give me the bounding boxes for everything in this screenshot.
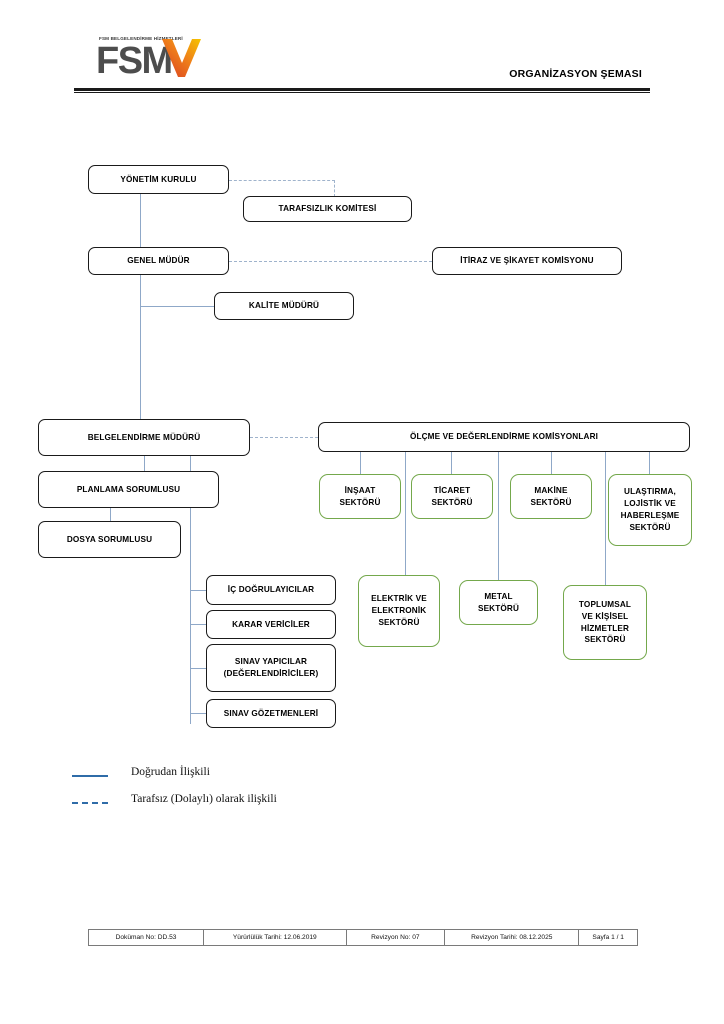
connector-sector-makine (551, 452, 552, 474)
connector-sector-ulastirma (649, 452, 650, 474)
connector-sector-elektrik (405, 452, 406, 575)
connector-role-4 (190, 713, 206, 714)
footer-effective-date: Yürürlülük Tarihi: 12.06.2019 (204, 930, 347, 945)
connector-role-1 (190, 590, 206, 591)
connector-sector-ticaret (451, 452, 452, 474)
node-genel-mudur[interactable]: GENEL MÜDÜR (88, 247, 229, 275)
footer-document-no: Doküman No: DD.53 (89, 930, 205, 945)
node-sector-insaat[interactable]: İNŞAAT SEKTÖRÜ (319, 474, 401, 519)
connector-main-spine (140, 194, 141, 420)
node-tarafsizlik-komitesi[interactable]: TARAFSIZLIK KOMİTESİ (243, 196, 412, 222)
footer-revision-no: Revizyon No: 07 (347, 930, 446, 945)
node-itiraz-ve-sikayet-komisyonu[interactable]: İTİRAZ VE ŞİKAYET KOMİSYONU (432, 247, 622, 275)
node-role-ic-dogrulayicilar[interactable]: İÇ DOĞRULAYICILAR (206, 575, 336, 605)
logo-wordmark: FSM (96, 40, 173, 82)
node-role-sinav-yapicilar[interactable]: SINAV YAPICILAR (DEĞERLENDİRİCİLER) (206, 644, 336, 692)
connector-yonetim-tarafsizlik-v (334, 180, 335, 197)
legend-dashed-label: Tarafsız (Dolaylı) olarak ilişkili (131, 793, 277, 805)
node-belgelendirme-muduru[interactable]: BELGELENDİRME MÜDÜRÜ (38, 419, 250, 456)
logo-chevron-icon (162, 39, 201, 77)
node-sector-toplumsal-kisisel-hizmetler[interactable]: TOPLUMSAL VE KİŞİSEL HİZMETLER SEKTÖRÜ (563, 585, 647, 660)
connector-yonetim-tarafsizlik-h (229, 180, 335, 181)
node-role-sinav-gozetmenleri[interactable]: SINAV GÖZETMENLERİ (206, 699, 336, 728)
node-sector-ticaret[interactable]: TİCARET SEKTÖRÜ (411, 474, 493, 519)
legend-dashed-line (72, 802, 108, 804)
connector-genelmudur-itiraz (229, 261, 432, 262)
node-planlama-sorumlusu[interactable]: PLANLAMA SORUMLUSU (38, 471, 219, 508)
node-kalite-muduru[interactable]: KALİTE MÜDÜRÜ (214, 292, 354, 320)
node-sector-elektrik-elektronik[interactable]: ELEKTRİK VE ELEKTRONİK SEKTÖRÜ (358, 575, 440, 647)
node-olcme-ve-degerlendirme-komisyonlari[interactable]: ÖLÇME VE DEĞERLENDİRME KOMİSYONLARI (318, 422, 690, 452)
node-dosya-sorumlusu[interactable]: DOSYA SORUMLUSU (38, 521, 181, 558)
connector-belgelendirme-olcme (250, 437, 318, 438)
node-role-karar-vericiler[interactable]: KARAR VERİCİLER (206, 610, 336, 639)
connector-role-3 (190, 668, 206, 669)
logo-tagline: FSM BELGELENDİRME HİZMETLERİ (99, 36, 183, 41)
footer-page-number: Sayfa 1 / 1 (592, 934, 624, 941)
connector-roles-spine (190, 455, 191, 724)
header-rule-thin (74, 92, 650, 94)
legend-solid-label: Doğrudan İlişkili (131, 766, 210, 778)
node-sector-metal[interactable]: METAL SEKTÖRÜ (459, 580, 538, 625)
company-logo: FSM BELGELENDİRME HİZMETLERİ FSM (96, 36, 216, 82)
legend-solid-line (72, 775, 108, 777)
connector-sector-metal (498, 452, 499, 580)
page-title: ORGANİZASYON ŞEMASI (509, 68, 642, 80)
connector-genelmudur-kalite (140, 306, 214, 307)
connector-sector-insaat (360, 452, 361, 474)
connector-sector-toplumsal (605, 452, 606, 585)
connector-planlama-dosya (110, 507, 111, 521)
node-yonetim-kurulu[interactable]: YÖNETİM KURULU (88, 165, 229, 194)
node-sector-makine[interactable]: MAKİNE SEKTÖRÜ (510, 474, 592, 519)
footer-table: Doküman No: DD.53 Yürürlülük Tarihi: 12.… (88, 929, 638, 946)
header-rule-thick (74, 88, 650, 91)
connector-role-2 (190, 624, 206, 625)
connector-belgelendirme-planlama (144, 455, 145, 472)
node-sector-ulastirma-lojistik-haberlesme[interactable]: ULAŞTIRMA, LOJİSTİK VE HABERLEŞME SEKTÖR… (608, 474, 692, 546)
footer-revision-date: Revizyon Tarihi: 08.12.2025 (445, 930, 580, 945)
